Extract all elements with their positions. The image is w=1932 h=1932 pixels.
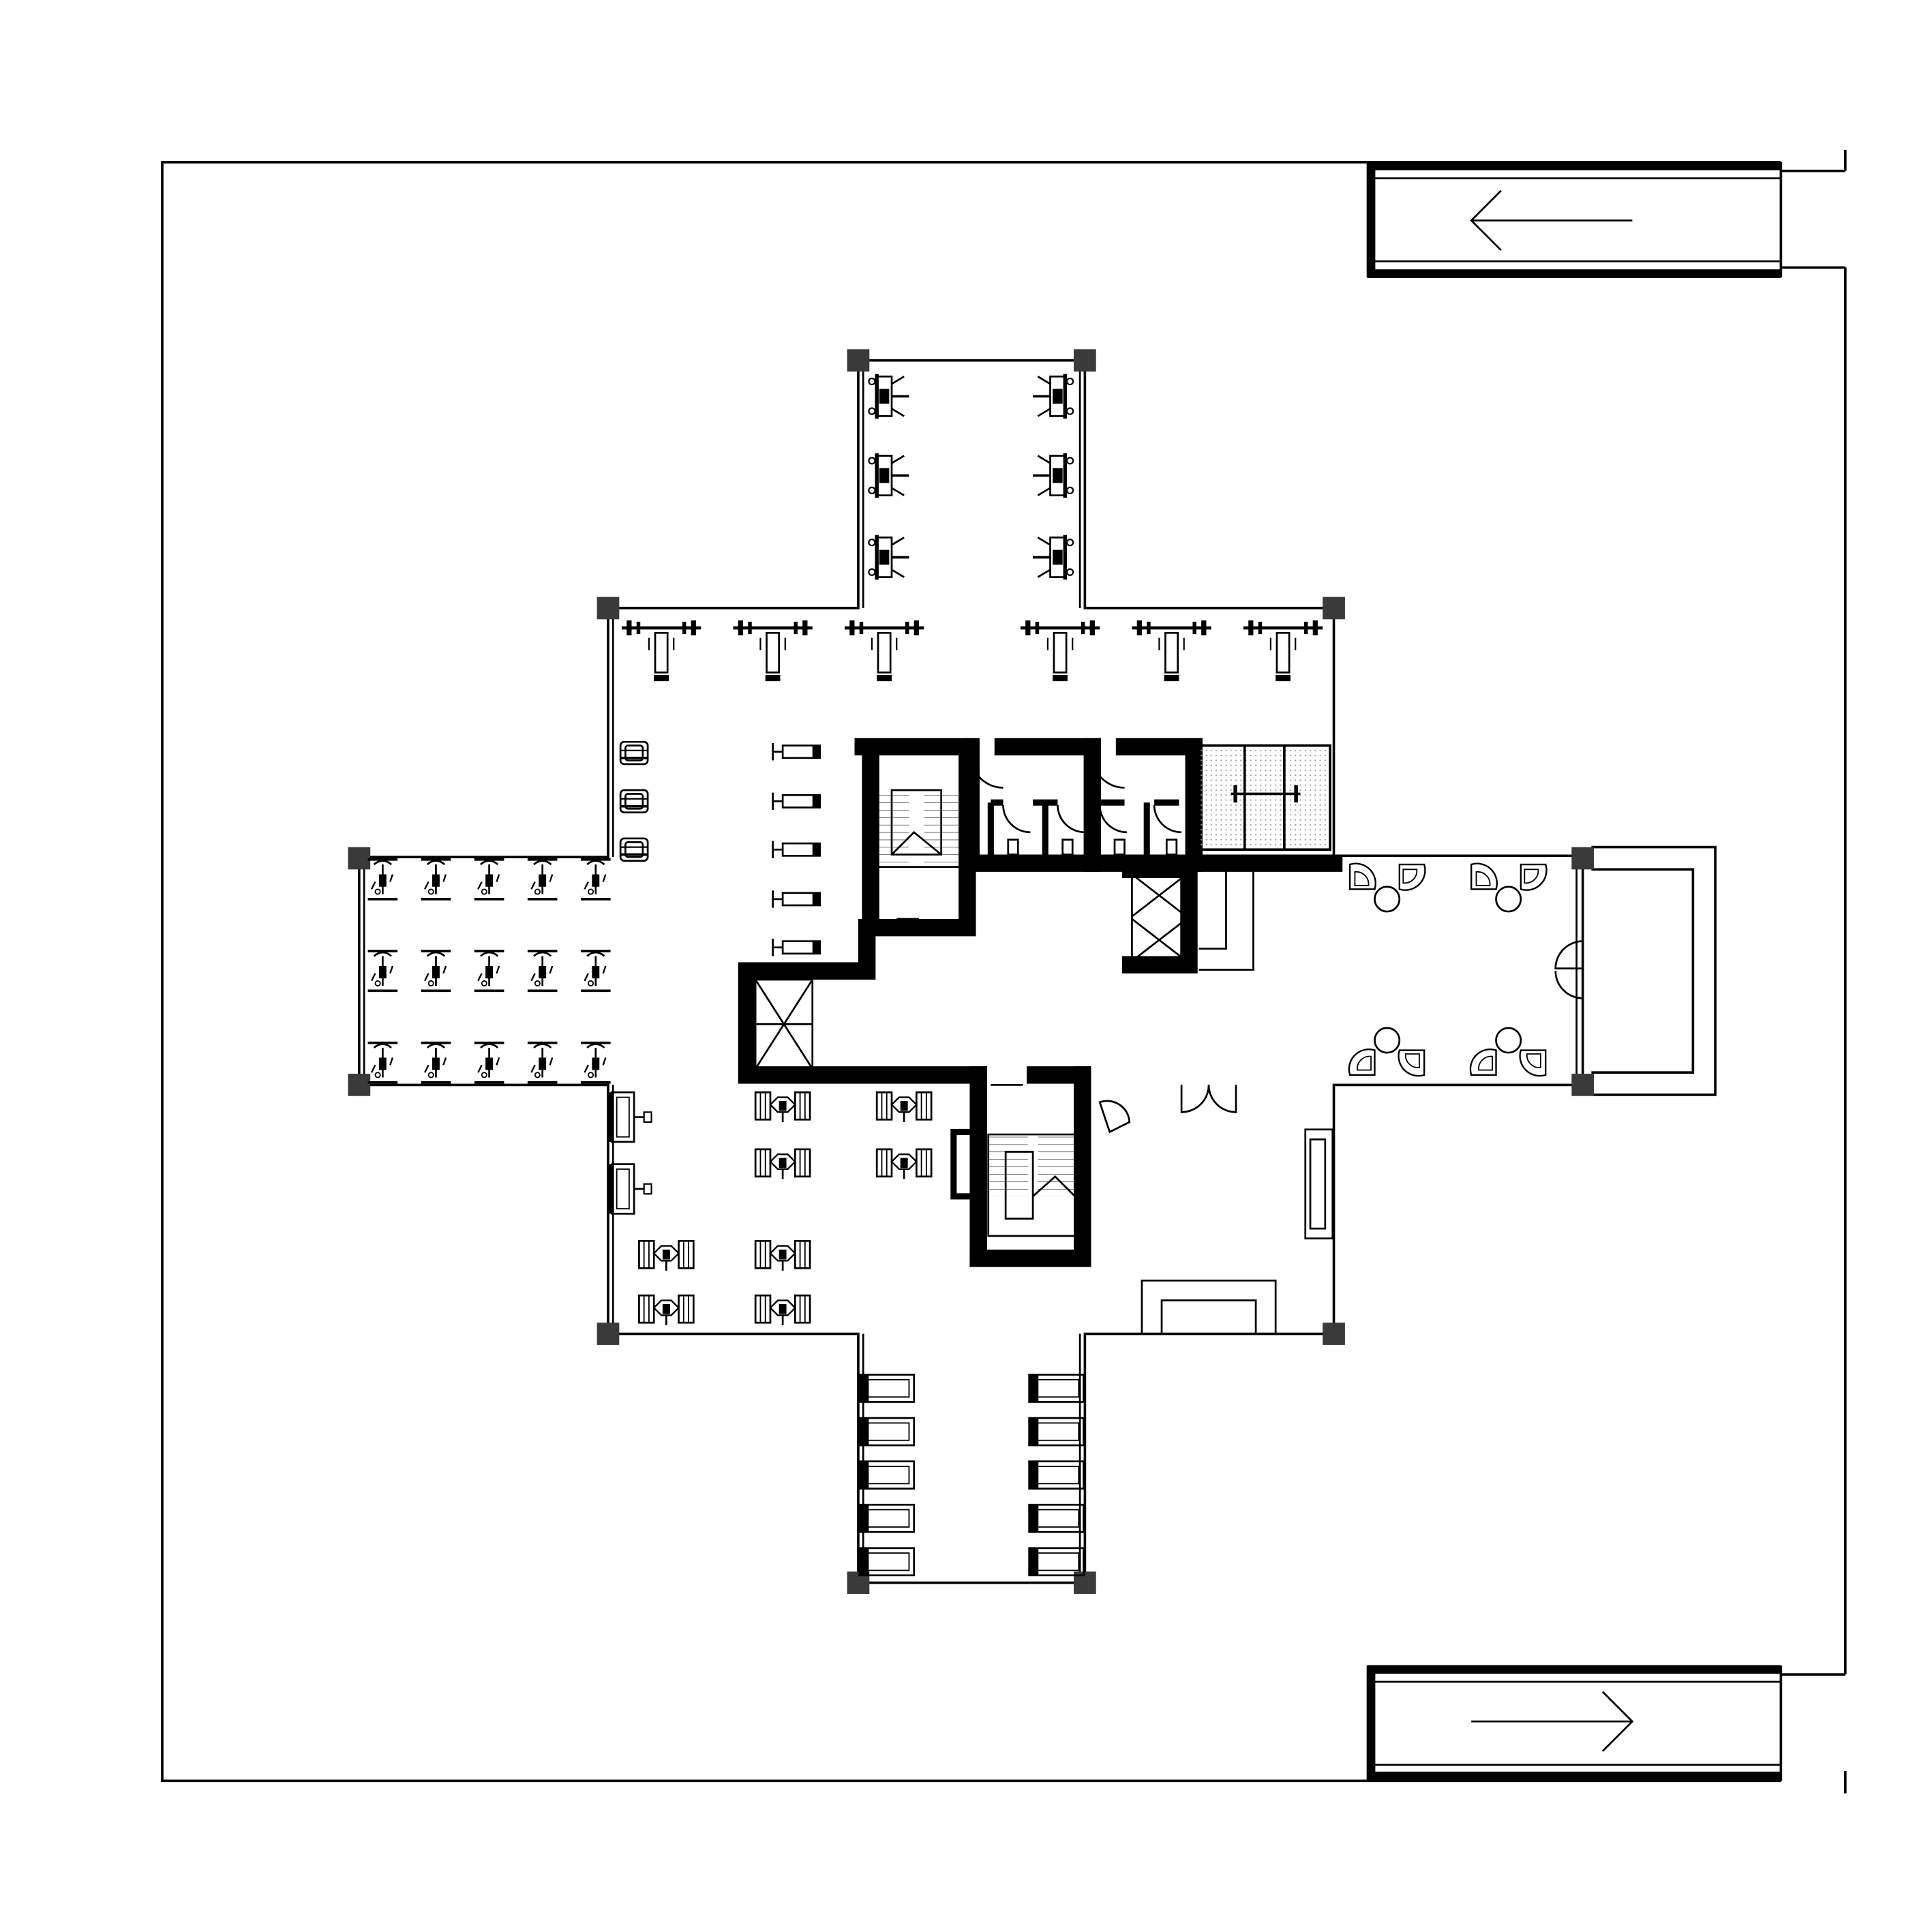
treadmill-symbol <box>858 1503 916 1533</box>
central-hall <box>738 918 1091 1267</box>
rower-symbol <box>619 837 649 862</box>
service-core <box>1121 860 1254 973</box>
chair-symbol <box>1348 1048 1376 1076</box>
treadmill-symbol <box>858 1417 916 1447</box>
bike-symbol <box>419 950 453 993</box>
rower-symbol <box>619 789 649 814</box>
bike-symbol <box>419 1041 453 1084</box>
strength-symbol <box>754 1091 811 1123</box>
bike-symbol <box>526 858 559 901</box>
treadmill-symbol <box>1028 1417 1085 1447</box>
chair-symbol <box>1348 862 1376 890</box>
bike-symbol <box>526 1041 559 1084</box>
north-wing <box>869 374 1073 580</box>
bench-press-symbol <box>1132 620 1211 681</box>
bike-symbol <box>472 858 506 901</box>
cafe-lounge <box>1348 862 1548 1077</box>
strength-symbol <box>754 1239 811 1272</box>
bench-symbol <box>772 742 821 761</box>
reception-desk <box>1098 1085 1334 1334</box>
treadmill-symbol <box>1028 1547 1085 1577</box>
bench-symbol <box>772 791 821 811</box>
arrow-right-icon <box>1471 1691 1634 1752</box>
bench-symbol <box>772 889 821 909</box>
bike-symbol <box>366 858 399 901</box>
lounge-table <box>1374 1027 1401 1054</box>
press-symbol <box>869 374 909 419</box>
press-symbol <box>1033 535 1073 579</box>
strength-symbol <box>638 1294 695 1327</box>
rower-symbol <box>619 740 649 766</box>
press-symbol <box>869 453 909 498</box>
cable-symbol <box>609 1164 652 1214</box>
treadmill-symbol <box>1028 1503 1085 1533</box>
chair-symbol <box>1398 1049 1425 1077</box>
bench-symbol <box>772 840 821 860</box>
site-boundary <box>161 149 1847 1794</box>
strength-machines <box>609 1091 933 1327</box>
treadmill-symbol <box>1028 1374 1085 1403</box>
bench-press-symbol <box>845 620 924 681</box>
bike-symbol <box>579 950 612 993</box>
chair-symbol <box>1398 863 1426 891</box>
strength-symbol <box>638 1239 695 1272</box>
weight-benches <box>772 742 821 957</box>
press-symbol <box>869 535 909 579</box>
chair-symbol <box>1520 863 1548 891</box>
east-wing <box>1554 845 1717 1096</box>
west-wing <box>366 858 612 1084</box>
bike-symbol <box>472 1041 506 1084</box>
arrow-left-icon <box>1470 190 1633 251</box>
strength-symbol <box>754 1294 811 1327</box>
bike-symbol <box>419 858 453 901</box>
lounge-table <box>1495 1027 1522 1054</box>
bike-symbol <box>579 1041 612 1084</box>
elevator-shaft <box>754 978 814 1070</box>
entry-ramp <box>1366 162 1783 278</box>
lounge-table <box>1374 886 1401 913</box>
press-symbol <box>1033 374 1073 419</box>
chair-symbol <box>1519 1049 1547 1077</box>
lounge-table <box>1495 886 1522 913</box>
treadmill-symbol <box>1028 1460 1085 1490</box>
treadmill-symbol <box>858 1547 916 1577</box>
treadmill-symbol <box>858 1374 916 1403</box>
rowing-machines <box>619 740 649 862</box>
bench-symbol <box>772 937 821 957</box>
equipment-display <box>1197 744 1331 851</box>
exit-ramp <box>1366 1665 1783 1781</box>
bike-symbol <box>526 950 559 993</box>
bench-press-symbol <box>1021 620 1100 681</box>
stair-core-south <box>950 1128 1076 1237</box>
press-symbol <box>1033 453 1073 498</box>
treadmill-symbol <box>858 1460 916 1490</box>
bench-press-row <box>622 620 1323 681</box>
bench-press-symbol <box>622 620 701 681</box>
columns <box>348 349 1595 1595</box>
strength-symbol <box>875 1091 933 1123</box>
strength-symbol <box>875 1148 933 1180</box>
strength-symbol <box>754 1148 811 1180</box>
bike-symbol <box>579 858 612 901</box>
stair-core-north <box>854 738 976 937</box>
bike-symbol <box>366 1041 399 1084</box>
chair-symbol <box>1469 1048 1497 1076</box>
cable-symbol <box>609 1092 652 1142</box>
chair-symbol <box>1470 862 1498 890</box>
bike-symbol <box>366 950 399 993</box>
south-wing <box>858 1374 1085 1577</box>
bench-press-symbol <box>1243 620 1323 681</box>
bike-symbol <box>472 950 506 993</box>
bench-press-symbol <box>733 620 812 681</box>
